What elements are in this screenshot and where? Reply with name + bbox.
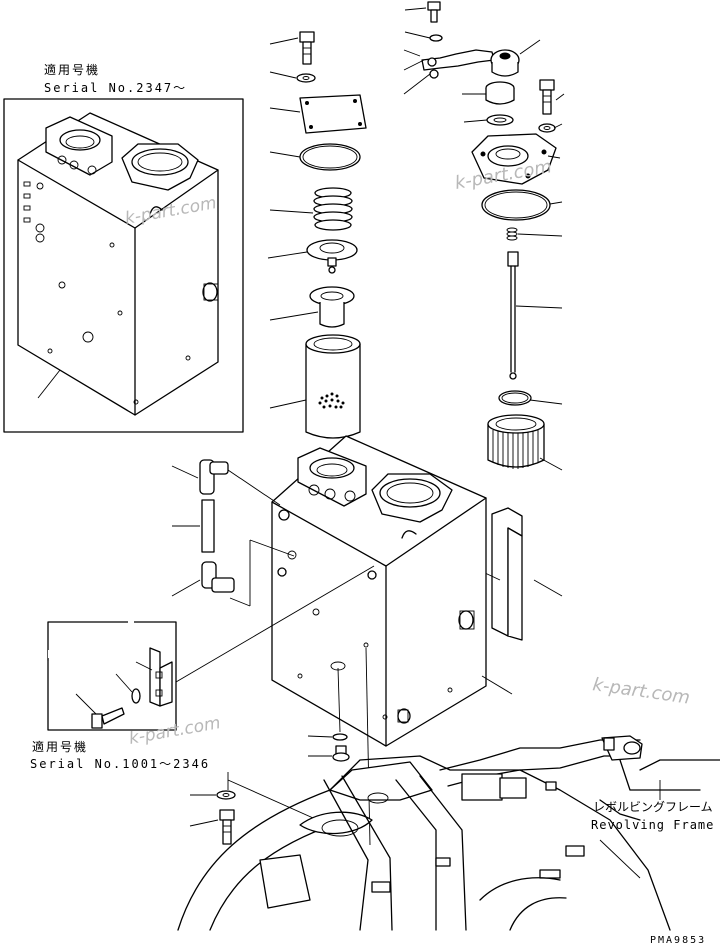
valve [267, 239, 358, 274]
strainer-head [269, 286, 355, 328]
drawing-number: PMA9853 [650, 935, 706, 946]
breather-cap [490, 39, 541, 77]
tank-drain-port [397, 708, 411, 724]
filter-element [269, 334, 361, 439]
clamp-bolt [75, 693, 125, 729]
sight-gauge [469, 507, 563, 641]
washer-top [269, 71, 316, 83]
spring [269, 187, 353, 231]
cap-gasket [463, 114, 514, 126]
revolving-frame-label-en: Revolving Frame [591, 818, 714, 832]
cover-plate [269, 94, 367, 134]
serial-range-label-top: Serial No.2347～ [44, 81, 187, 95]
o-ring-large [481, 189, 563, 221]
small-spring [506, 227, 563, 241]
tank-side-port [458, 610, 475, 630]
hydraulic-tank-main [271, 435, 513, 747]
strainer-assembly [267, 31, 367, 439]
washer-right [538, 123, 563, 133]
mount-washer [190, 790, 236, 800]
filler-strainer [487, 414, 563, 471]
elbow-fitting-lower [171, 561, 235, 597]
elbow-fitting-upper [171, 459, 229, 495]
hose-pipe [172, 499, 215, 553]
watermark-bottom-left: k-part.com [127, 713, 222, 749]
applicable-model-label-bottom: 適用号機 [32, 739, 88, 754]
cap-body [462, 81, 515, 105]
inset-tank-body [17, 112, 219, 416]
filler-flange [471, 133, 561, 185]
inset-serial-2347: 適用号機 Serial No.2347～ [3, 62, 244, 433]
level-rod [507, 251, 563, 380]
inset-serial-1001-2346: 適用号機 Serial No.1001～2346 [30, 565, 375, 771]
o-ring [269, 143, 361, 171]
o-ring-small [498, 390, 563, 406]
bolt-right [539, 79, 565, 115]
cap-strap [403, 49, 495, 95]
bolt-small [404, 1, 441, 23]
watermark-bottom-right: k-part.com [591, 674, 691, 708]
clamp-washer [115, 673, 141, 704]
serial-range-label-bottom: Serial No.1001～2346 [30, 757, 210, 771]
breather-cap-assembly [403, 1, 565, 641]
inset-frame-top [3, 98, 244, 433]
lock-washer [404, 31, 443, 42]
applicable-model-label-top: 適用号機 [44, 62, 100, 77]
tank-cover-flange [371, 473, 453, 523]
sensor-washer [307, 733, 348, 741]
revolving-frame [177, 735, 720, 931]
mount-bolt [189, 809, 235, 845]
tank-filter-flange [297, 447, 367, 507]
level-sensor [308, 745, 350, 762]
revolving-frame-label-jp: レボルビングフレーム [593, 800, 713, 814]
clamp-bracket [135, 647, 173, 707]
bolt-top [269, 31, 315, 65]
